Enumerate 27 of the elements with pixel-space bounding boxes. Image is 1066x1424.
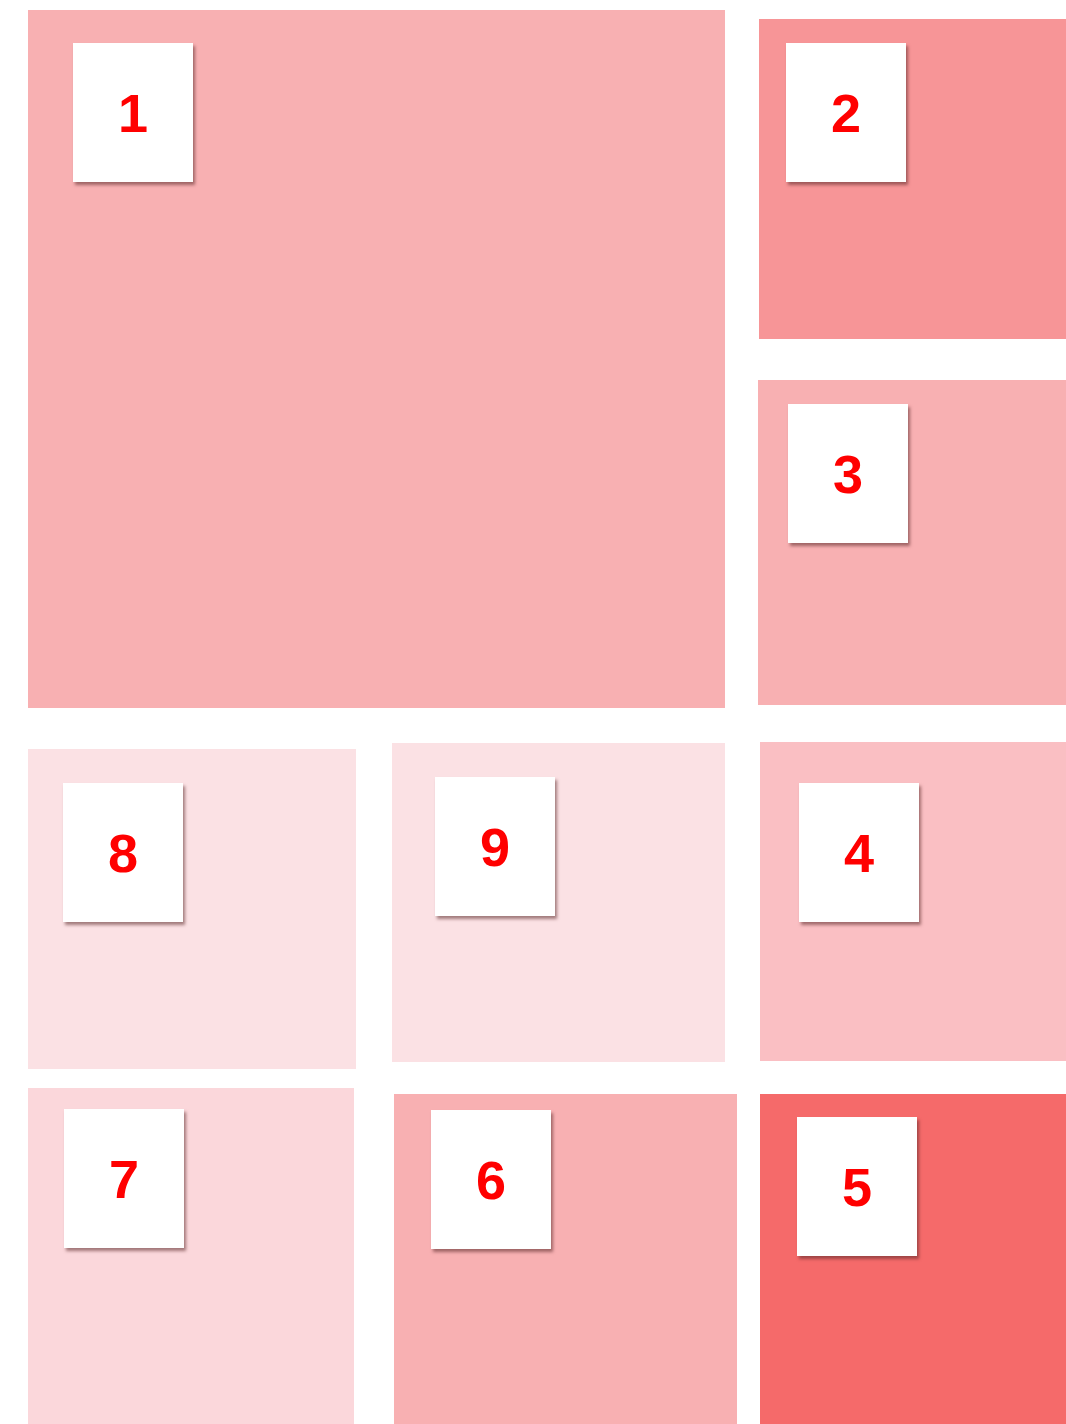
tile-panel — [394, 1094, 737, 1424]
tile-panel — [759, 19, 1066, 339]
number-card — [73, 43, 193, 182]
number-card — [435, 777, 555, 916]
tile-panel — [28, 749, 356, 1069]
number-card — [799, 783, 919, 922]
card-number: 1 — [117, 85, 148, 140]
number-card — [797, 1117, 917, 1256]
card-number: 6 — [475, 1152, 506, 1207]
tile-panel — [760, 1094, 1066, 1424]
card-number: 5 — [841, 1159, 872, 1214]
tile-panel — [28, 1088, 354, 1424]
card-number: 2 — [830, 85, 861, 140]
card-number: 9 — [479, 819, 510, 874]
card-number: 3 — [832, 446, 863, 501]
number-card — [63, 783, 183, 922]
number-card — [64, 1109, 184, 1248]
tile-panel — [758, 380, 1066, 705]
tile-panel — [760, 742, 1066, 1061]
card-number: 8 — [107, 825, 138, 880]
tile-panel — [392, 743, 725, 1062]
number-card — [431, 1110, 551, 1249]
card-number: 4 — [843, 825, 874, 880]
card-number: 7 — [108, 1151, 139, 1206]
number-card — [786, 43, 906, 182]
tile-panel — [28, 10, 725, 708]
number-card — [788, 404, 908, 543]
